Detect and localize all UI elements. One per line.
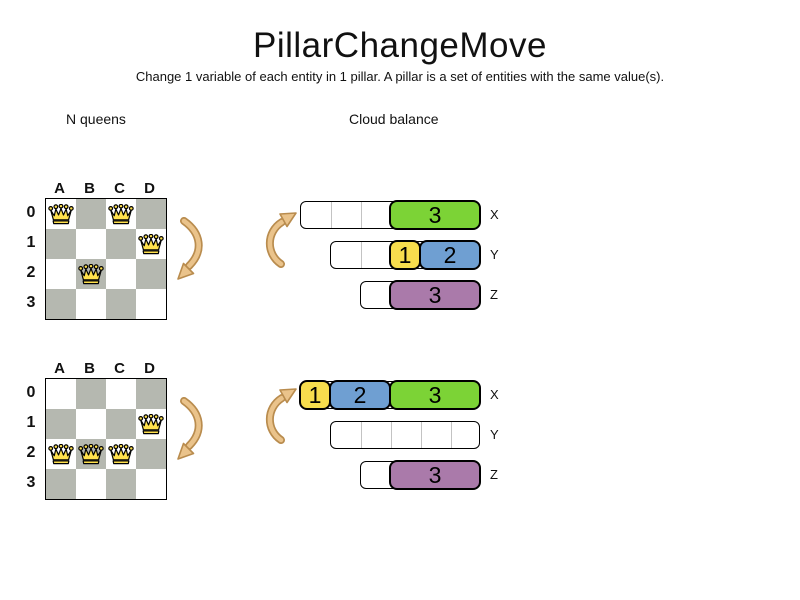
- column-header: B: [84, 180, 96, 197]
- computer-bar-Z: 3: [360, 460, 481, 490]
- row-label: 3: [26, 474, 36, 491]
- board-cell-D2: [136, 439, 166, 469]
- column-header: C: [114, 180, 126, 197]
- computer-bar-Y: [330, 421, 480, 449]
- board-cell-A3: [46, 469, 76, 499]
- computer-bar-Z: 3: [360, 280, 481, 310]
- computer-label: Z: [490, 467, 498, 482]
- curved-arrow-down-icon: [177, 397, 203, 460]
- process-block: 2: [419, 240, 481, 270]
- process-block: 3: [389, 380, 481, 410]
- board-cell-C3: [106, 469, 136, 499]
- slot-divider: [361, 242, 362, 268]
- board-cell-D3: [136, 289, 166, 319]
- board-cell-A3: [46, 289, 76, 319]
- board-cell-B2: [76, 259, 106, 289]
- slot-divider: [331, 202, 332, 228]
- board-cell-C1: [106, 409, 136, 439]
- board-cell-A1: [46, 229, 76, 259]
- board-cell-D1: [136, 229, 166, 259]
- column-header: B: [84, 360, 96, 377]
- board-cell-A2: [46, 439, 76, 469]
- process-block: 3: [389, 460, 481, 490]
- board-cell-D1: [136, 409, 166, 439]
- slot-divider: [421, 422, 422, 448]
- queen-icon: [48, 443, 74, 464]
- cloud-section-label: Cloud balance: [349, 111, 439, 127]
- process-block: 1: [389, 240, 421, 270]
- board-cell-D2: [136, 259, 166, 289]
- board-cell-B3: [76, 469, 106, 499]
- slot-divider: [361, 422, 362, 448]
- queen-icon: [78, 443, 104, 464]
- board-cell-C2: [106, 439, 136, 469]
- column-header: A: [54, 360, 66, 377]
- page-subtitle: Change 1 variable of each entity in 1 pi…: [135, 69, 665, 84]
- chessboard-after: A B C D 0 1 2 3: [20, 360, 170, 500]
- column-header: A: [54, 180, 66, 197]
- row-label: 1: [26, 234, 36, 251]
- computer-label: X: [490, 207, 499, 222]
- process-block: 2: [329, 380, 391, 410]
- board-cell-C1: [106, 229, 136, 259]
- queen-icon: [108, 203, 134, 224]
- row-label: 0: [26, 204, 36, 221]
- board-cell-D0: [136, 379, 166, 409]
- nqueens-section-label: N queens: [66, 111, 126, 127]
- process-block: 3: [389, 200, 481, 230]
- board-cell-B0: [76, 199, 106, 229]
- queen-icon: [48, 203, 74, 224]
- queen-icon: [108, 443, 134, 464]
- computer-label: Y: [490, 247, 499, 262]
- board-cell-B3: [76, 289, 106, 319]
- slot-divider: [361, 202, 362, 228]
- chessboard-before: A B C D 0 1 2 3: [20, 180, 170, 320]
- board-cell-C2: [106, 259, 136, 289]
- board-cell-C3: [106, 289, 136, 319]
- queen-icon: [78, 263, 104, 284]
- slot-divider: [391, 422, 392, 448]
- row-label: 3: [26, 294, 36, 311]
- board-cell-D3: [136, 469, 166, 499]
- page-title: PillarChangeMove: [253, 26, 547, 65]
- board-cell-D0: [136, 199, 166, 229]
- column-header: D: [144, 360, 156, 377]
- board-cell-A0: [46, 199, 76, 229]
- board-cell-B2: [76, 439, 106, 469]
- curved-arrow-up-icon: [265, 388, 297, 444]
- column-header: D: [144, 180, 156, 197]
- row-label: 0: [26, 384, 36, 401]
- computer-label: Y: [490, 427, 499, 442]
- computer-label: X: [490, 387, 499, 402]
- process-block: 3: [389, 280, 481, 310]
- curved-arrow-down-icon: [177, 217, 203, 280]
- row-label: 2: [26, 264, 36, 281]
- board-cell-C0: [106, 379, 136, 409]
- board-cell-B0: [76, 379, 106, 409]
- board-grid: [45, 378, 167, 500]
- column-header: C: [114, 360, 126, 377]
- board-grid: [45, 198, 167, 320]
- row-label: 1: [26, 414, 36, 431]
- queen-icon: [138, 233, 164, 254]
- slot-divider: [451, 422, 452, 448]
- computer-bar-X: 3: [300, 200, 481, 230]
- board-cell-B1: [76, 229, 106, 259]
- board-cell-B1: [76, 409, 106, 439]
- queen-icon: [138, 413, 164, 434]
- process-block: 1: [299, 380, 331, 410]
- board-cell-A1: [46, 409, 76, 439]
- computer-label: Z: [490, 287, 498, 302]
- board-cell-C0: [106, 199, 136, 229]
- board-cell-A0: [46, 379, 76, 409]
- row-label: 2: [26, 444, 36, 461]
- board-cell-A2: [46, 259, 76, 289]
- curved-arrow-up-icon: [265, 212, 297, 268]
